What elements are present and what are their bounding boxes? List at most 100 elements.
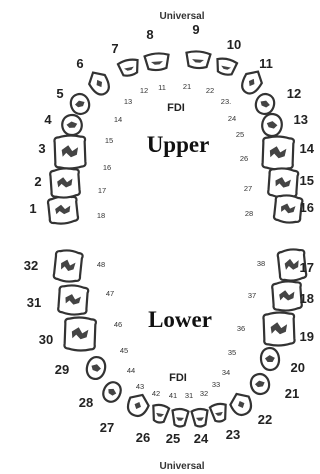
universal-number-20: 20: [291, 360, 305, 375]
lower-tooth-22: [229, 392, 253, 417]
tooth-outline: [216, 57, 239, 76]
universal-number-23: 23: [226, 427, 240, 442]
universal-number-11: 11: [259, 56, 273, 71]
lower-tooth-20: [259, 346, 281, 372]
fdi-number-42: 42: [152, 389, 160, 398]
tooth-fissure: [66, 121, 78, 128]
tooth-fissure: [221, 65, 231, 70]
upper-tooth-8: [143, 52, 170, 72]
fdi-number-37: 37: [248, 291, 256, 300]
fdi-number-32: 32: [200, 389, 208, 398]
upper-tooth-7: [116, 58, 139, 77]
bottom-universal-label: Universal: [159, 461, 204, 472]
upper-tooth-15: [267, 167, 300, 199]
lower-tooth-24: [190, 407, 209, 428]
universal-number-8: 8: [146, 27, 153, 42]
fdi-number-21: 21: [183, 82, 191, 91]
fdi-number-41: 41: [169, 391, 177, 400]
tooth-fissure: [108, 388, 117, 396]
fdi-number-48: 48: [97, 260, 105, 269]
universal-number-26: 26: [136, 430, 150, 445]
tooth-fissure: [134, 401, 141, 410]
fdi-number-16: 16: [103, 163, 111, 172]
fdi-number-13: 13: [124, 97, 132, 106]
lower-tooth-23: [208, 402, 227, 423]
fdi-number-18: 18: [97, 211, 105, 220]
tooth-fissure: [214, 411, 223, 416]
fdi-number-38: 38: [257, 259, 265, 268]
fdi-number-46: 46: [114, 320, 122, 329]
universal-number-14: 14: [300, 141, 315, 156]
universal-number-24: 24: [194, 431, 209, 446]
lower-tooth-18: [271, 280, 303, 312]
lower-tooth-29: [85, 356, 107, 380]
universal-number-17: 17: [300, 260, 314, 275]
universal-number-18: 18: [300, 291, 314, 306]
fdi-number-28: 28: [245, 209, 253, 218]
tooth-fissure: [65, 294, 81, 305]
tooth-fissure: [156, 412, 165, 417]
upper-tooth-3: [53, 134, 87, 170]
universal-number-15: 15: [300, 173, 314, 188]
universal-number-4: 4: [44, 112, 52, 127]
fdi-number-24: 24: [228, 114, 236, 123]
lower-tooth-27: [126, 393, 150, 418]
tooth-fissure: [238, 400, 245, 409]
teeth-layer: [46, 50, 308, 428]
tooth-fissure: [266, 121, 278, 129]
universal-number-6: 6: [76, 56, 83, 71]
lower-tooth-19: [262, 311, 296, 347]
tooth-fissure: [195, 417, 204, 421]
tooth-fissure: [176, 417, 185, 421]
tooth-fissure: [96, 79, 103, 88]
universal-number-22: 22: [258, 412, 272, 427]
tooth-outline: [116, 58, 139, 77]
tooth-fissure: [55, 204, 71, 215]
fdi-number-44: 44: [127, 366, 135, 375]
upper-tooth-9: [185, 50, 212, 70]
tooth-fissure: [71, 327, 89, 340]
universal-number-1: 1: [29, 201, 36, 216]
universal-number-21: 21: [285, 386, 299, 401]
universal-number-25: 25: [166, 431, 180, 446]
lower-tooth-28: [102, 381, 122, 403]
universal-number-2: 2: [34, 174, 41, 189]
upper-arch-label: Upper: [147, 132, 210, 157]
fdi-number-14: 14: [114, 115, 122, 124]
fdi-number-17: 17: [98, 186, 106, 195]
tooth-fissure: [61, 145, 79, 158]
lower-tooth-25: [171, 407, 190, 428]
tooth-fissure: [248, 78, 255, 87]
fdi-number-23: 23.: [221, 97, 231, 106]
universal-number-10: 10: [227, 37, 241, 52]
fdi-number-45: 45: [120, 346, 128, 355]
fdi-number-47: 47: [106, 289, 114, 298]
tooth-fissure: [270, 322, 288, 335]
fdi-number-43: 43: [136, 382, 144, 391]
upper-tooth-5: [69, 92, 91, 116]
lower-tooth-32: [52, 249, 84, 283]
upper-tooth-11: [241, 70, 263, 95]
universal-number-3: 3: [38, 141, 45, 156]
upper-tooth-13: [261, 113, 283, 137]
upper-fdi-title: FDI: [167, 102, 185, 114]
lower-tooth-21: [249, 373, 271, 395]
tooth-fissure: [91, 364, 101, 372]
tooth-fissure: [124, 66, 134, 71]
universal-number-28: 28: [79, 395, 93, 410]
tooth-fissure: [254, 380, 265, 388]
universal-number-27: 27: [100, 420, 114, 435]
universal-number-5: 5: [56, 86, 63, 101]
fdi-number-11: 11: [158, 83, 166, 92]
lower-fdi-title: FDI: [169, 372, 187, 384]
universal-number-19: 19: [300, 329, 314, 344]
fdi-number-33: 33: [212, 380, 220, 389]
universal-number-30: 30: [39, 332, 53, 347]
upper-tooth-4: [61, 113, 83, 137]
universal-number-29: 29: [55, 362, 69, 377]
fdi-number-22: 22: [206, 86, 214, 95]
tooth-fissure: [275, 177, 291, 188]
tooth-outline: [152, 403, 171, 424]
